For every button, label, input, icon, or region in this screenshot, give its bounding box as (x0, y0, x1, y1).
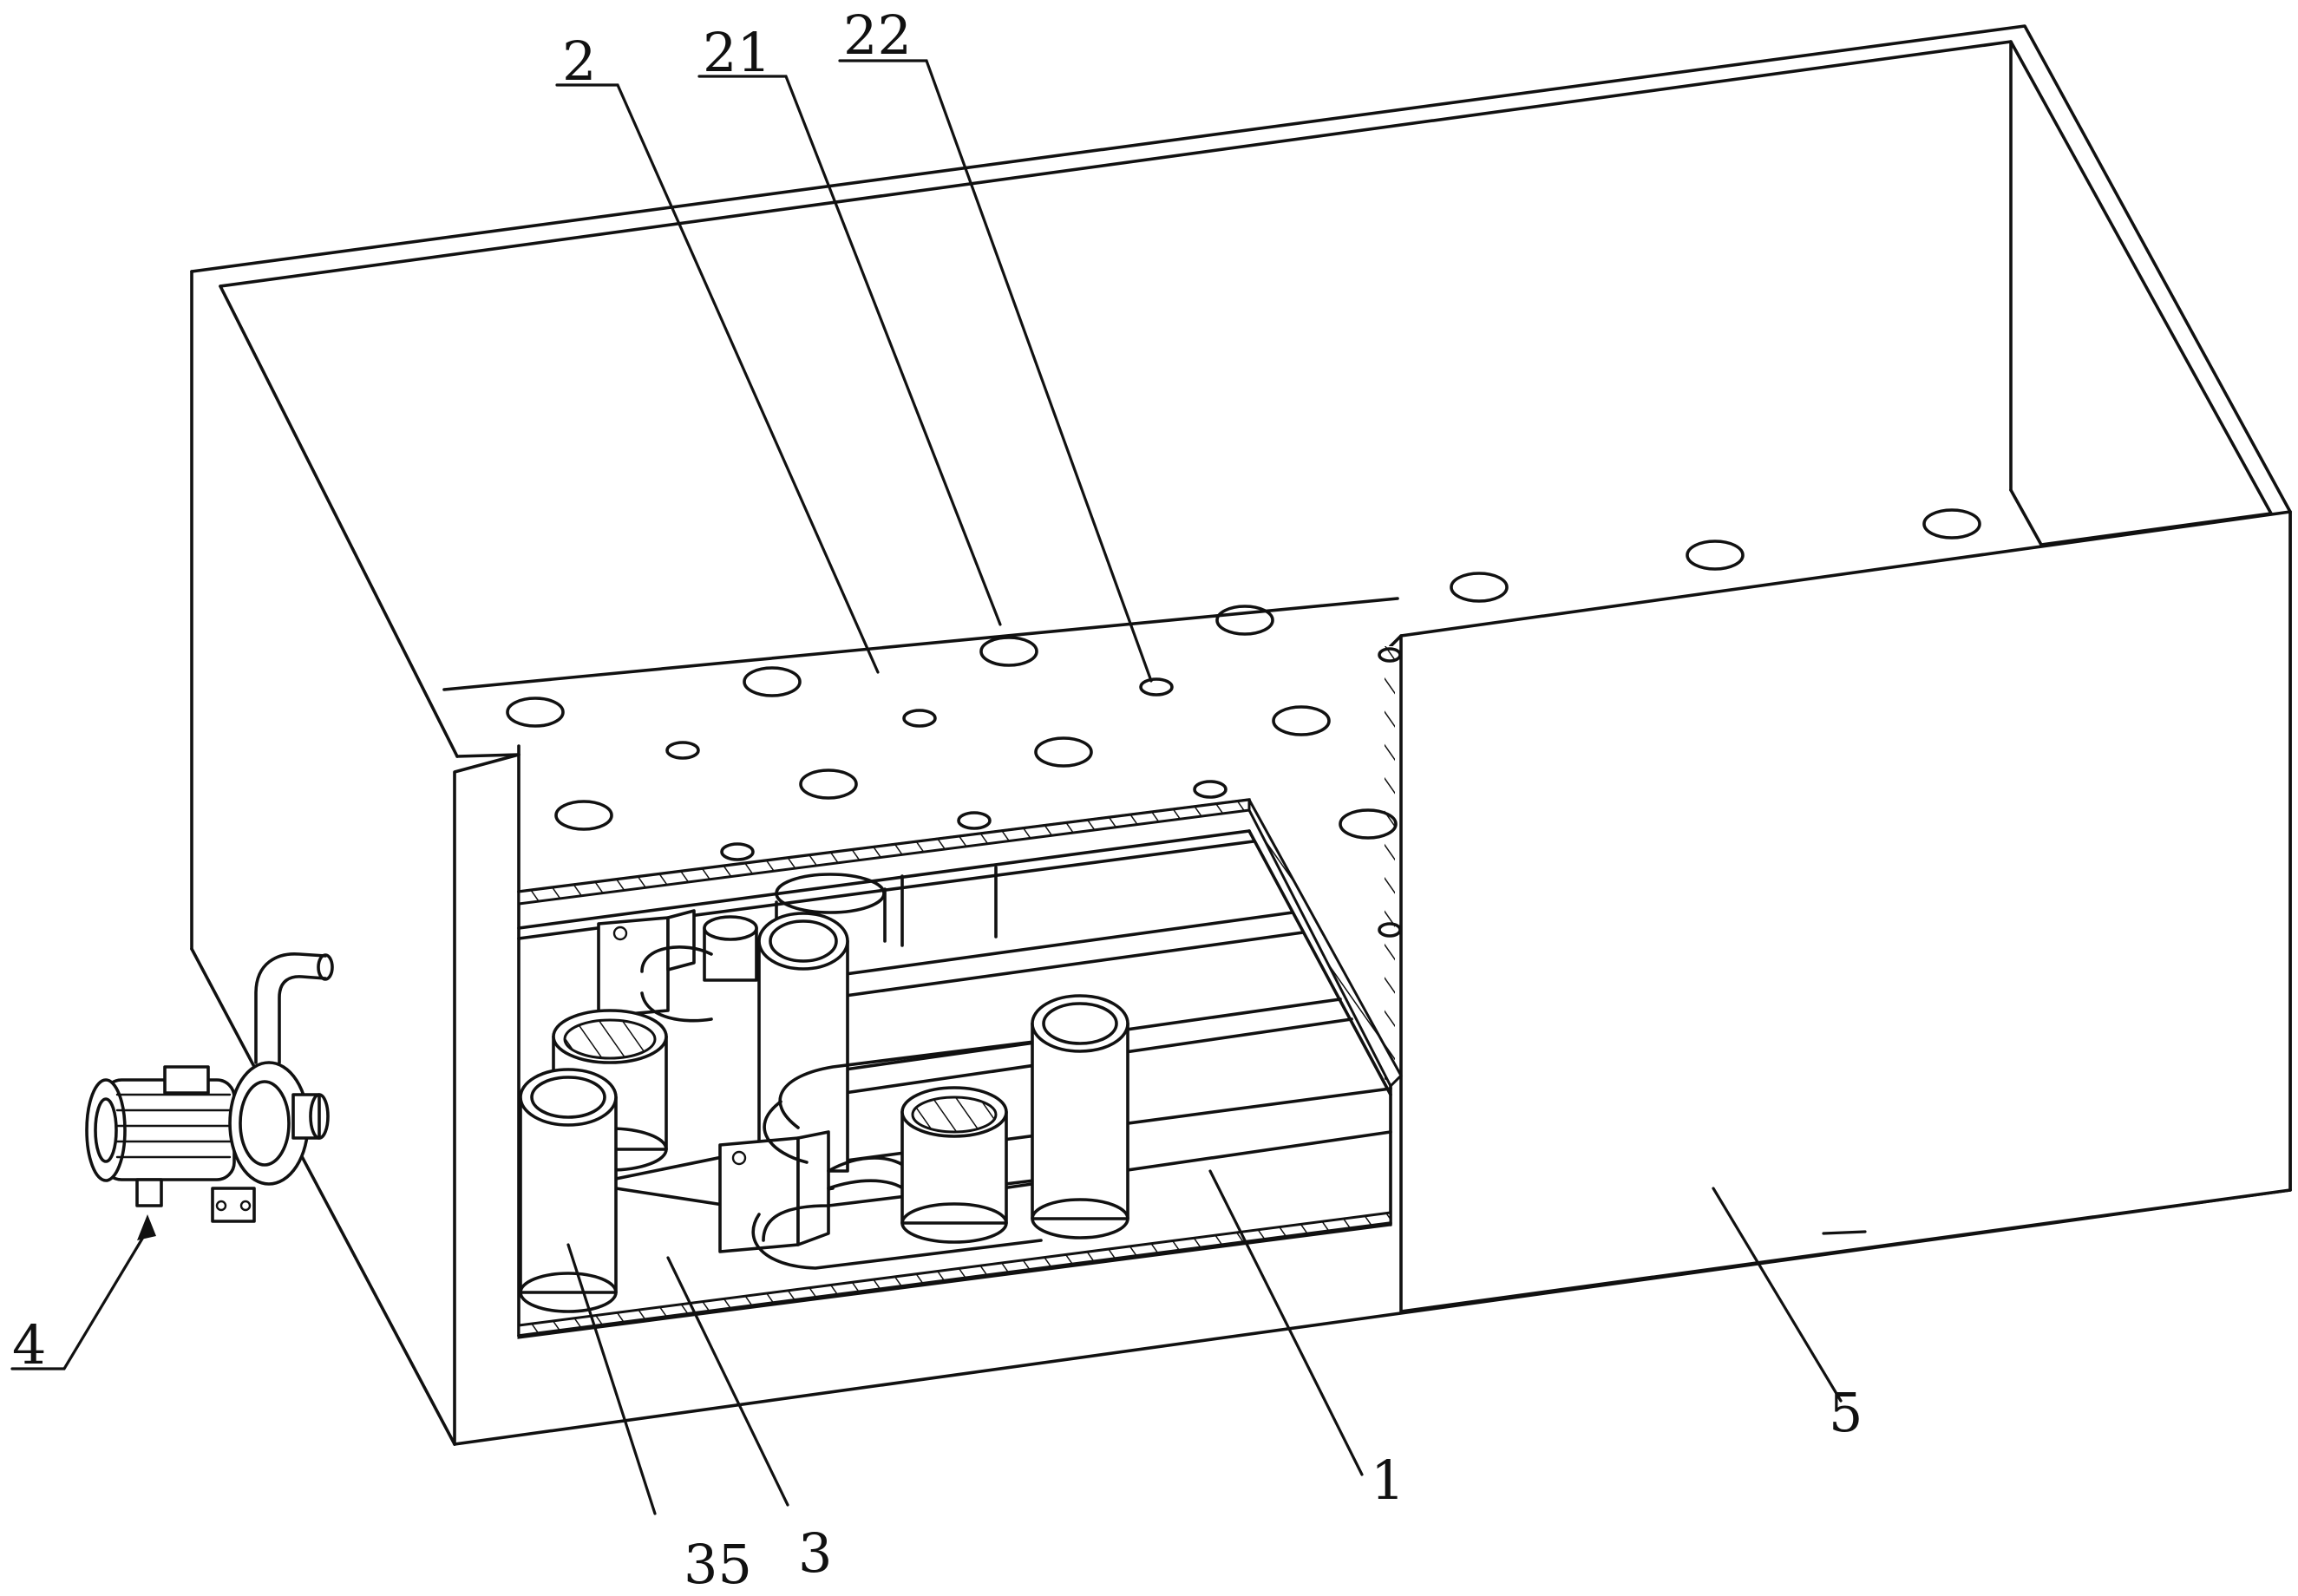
label-2: 2 (562, 29, 596, 93)
arrow-4 (137, 1214, 156, 1240)
leader-22 (838, 59, 1153, 683)
leader-3 (666, 1256, 789, 1507)
label-22: 22 (843, 3, 912, 67)
label-3: 3 (798, 1521, 832, 1585)
leader-21 (697, 75, 1002, 626)
front-wall-right-panel (1385, 510, 2292, 1313)
leader-5 (1822, 1230, 1867, 1235)
label-1: 1 (1371, 1449, 1404, 1512)
external-pump (85, 952, 334, 1223)
leader-4 (10, 1228, 149, 1370)
leader-2 (555, 83, 880, 674)
label-4: 4 (12, 1313, 46, 1377)
leader-1 (1208, 1169, 1364, 1476)
label-5: 5 (1829, 1381, 1863, 1444)
front-wall-left (453, 744, 520, 1446)
leader-lines (10, 59, 1867, 1515)
leader-35 (566, 1243, 657, 1515)
reference-labels: 2 21 22 4 5 1 35 3 (12, 3, 1863, 1596)
perforated-plate (442, 508, 1981, 1089)
plate-hole-large (506, 508, 1981, 840)
internal-pump-unit (519, 866, 1129, 1313)
label-21: 21 (703, 21, 771, 84)
label-35: 35 (684, 1533, 752, 1596)
plate-hole-small (665, 647, 1402, 938)
